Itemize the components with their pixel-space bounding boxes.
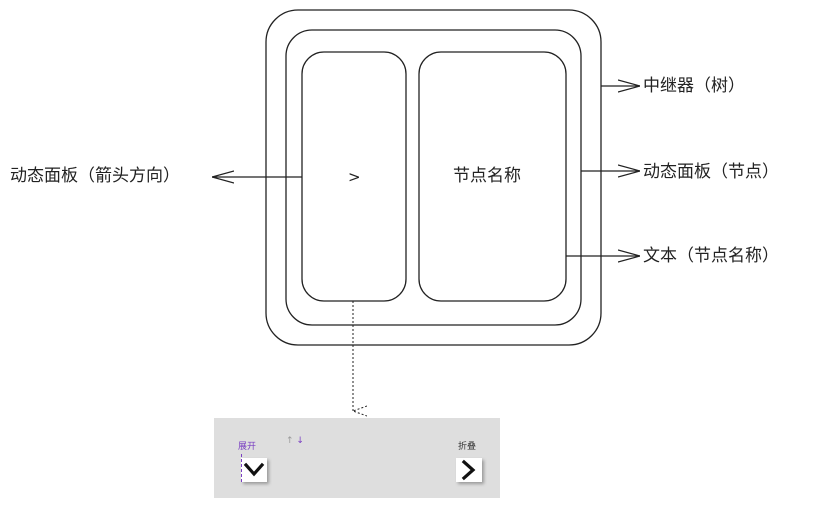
collapse-button[interactable] [456,458,482,482]
arrow-symbol: > [348,168,361,186]
expand-button[interactable] [241,458,267,482]
text-node-name-label: 文本（节点名称） [643,246,779,266]
collapse-label: 折叠 [458,442,477,452]
node-name-box [418,51,567,302]
repeater-label: 中继器（树） [643,76,745,96]
node-name-text: 节点名称 [453,166,521,186]
text-cursor [241,454,242,482]
expand-label: 展开 [238,442,257,452]
up-arrow-icon: ↑ [286,436,294,446]
chevron-down-icon [243,462,265,477]
down-arrow-icon: ↓ [296,436,304,446]
chevron-right-icon [461,459,476,481]
dynamic-panel-node-label: 动态面板（节点） [643,162,779,182]
dynamic-panel-node-box [285,29,582,326]
left-label: 动态面板（箭头方向） [10,166,180,186]
preview-panel: 展开 ↑ ↓ 折叠 [214,418,500,498]
repeater-box [265,9,602,346]
sort-arrows: ↑ ↓ [286,436,304,446]
